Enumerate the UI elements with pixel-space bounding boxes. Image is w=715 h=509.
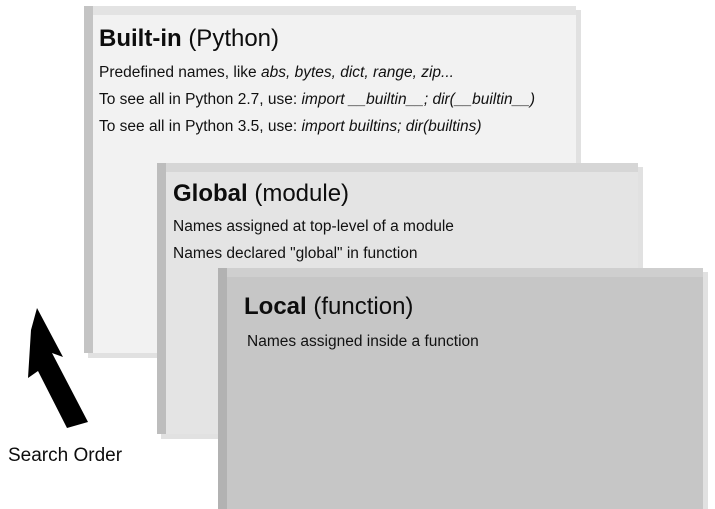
detail-text: Names assigned inside a function (247, 333, 479, 350)
scope-title-builtin: Built-in (Python) (99, 25, 279, 53)
detail-text: Names declared "global" in function (173, 245, 418, 262)
scope-detail-line: To see all in Python 3.5, use: import bu… (99, 117, 482, 137)
scope-qualifier: (module) (254, 180, 350, 207)
scope-qualifier: (Python) (188, 25, 280, 52)
detail-text: Names assigned at top-level of a module (173, 218, 454, 235)
card-top-edge (157, 163, 638, 172)
scope-detail-line: To see all in Python 2.7, use: import __… (99, 90, 535, 110)
scope-name: Built-in (99, 25, 182, 52)
scope-card-local: Local (function) Names assigned inside a… (218, 268, 708, 509)
card-top-edge (84, 6, 576, 15)
scope-detail-line: Names assigned inside a function (247, 332, 479, 352)
detail-text: Predefined names, like (99, 64, 261, 81)
detail-text: To see all in Python 3.5, use: (99, 118, 302, 135)
card-face (227, 277, 703, 509)
card-top-edge (218, 268, 703, 277)
card-left-spine (157, 163, 166, 434)
card-content: Global (module) Names assigned at top-le… (157, 163, 638, 434)
detail-text: To see all in Python 2.7, use: (99, 91, 302, 108)
card-content: Local (function) Names assigned inside a… (218, 268, 703, 509)
scope-title-local: Local (function) (244, 293, 413, 321)
card-content: Built-in (Python) Predefined names, like… (84, 6, 576, 353)
scope-name: Local (244, 293, 307, 320)
detail-code: import __builtin__; dir(__builtin__) (301, 91, 535, 108)
scope-detail-line: Predefined names, like abs, bytes, dict,… (99, 63, 454, 83)
card-left-spine (218, 268, 227, 509)
card-left-spine (84, 6, 93, 353)
scope-detail-line: Names assigned at top-level of a module (173, 217, 454, 237)
search-order-arrow-icon (28, 308, 88, 428)
scope-title-global: Global (module) (173, 180, 349, 208)
scope-qualifier: (function) (313, 293, 414, 320)
detail-code: abs, bytes, dict, range, zip... (260, 64, 454, 81)
detail-code: import builtins; dir(builtins) (301, 118, 482, 135)
scope-detail-line: Names declared "global" in function (173, 244, 418, 264)
scope-name: Global (173, 180, 248, 207)
search-order-label: Search Order (8, 445, 123, 466)
